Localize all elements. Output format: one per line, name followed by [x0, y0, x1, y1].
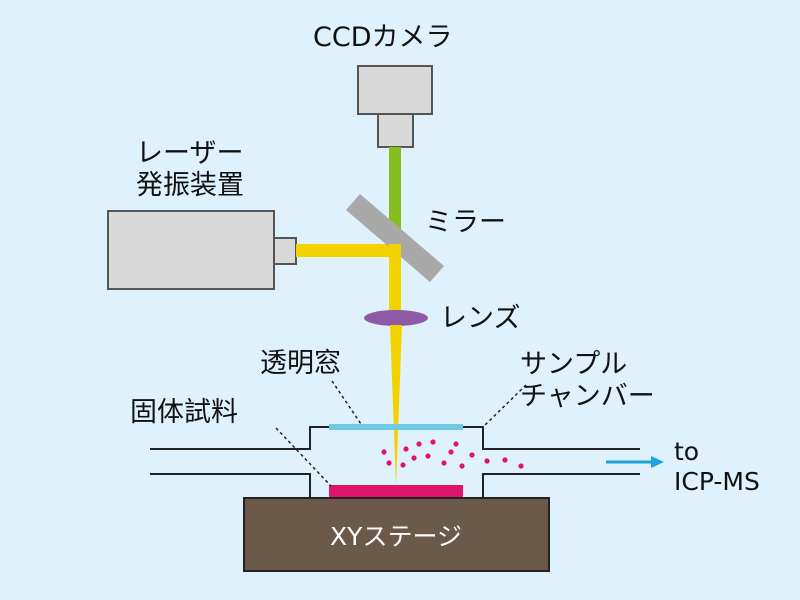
particle — [459, 463, 465, 469]
laser-oscillator-label-line2: 発振装置 — [136, 169, 244, 201]
sample-chamber-label-line2: チャンバー — [520, 380, 655, 412]
ablated-particles — [381, 439, 524, 469]
laser-beam-horizontal — [296, 244, 395, 257]
focused-beam — [390, 325, 402, 486]
solid-sample-label: 固体試料 — [130, 397, 238, 428]
particle — [469, 452, 475, 458]
particle — [502, 457, 508, 463]
particle — [400, 462, 406, 468]
laser-oscillator — [107, 210, 297, 290]
mirror-label: ミラー — [425, 207, 506, 238]
xy-stage — [243, 497, 550, 572]
arrow-right-icon — [606, 456, 664, 468]
solid-sample-leader — [275, 427, 332, 487]
solid-sample — [329, 485, 463, 497]
particle — [484, 458, 490, 464]
laser-beam-vertical — [389, 244, 401, 314]
camera-beam — [389, 147, 401, 229]
laser-output-port — [273, 237, 297, 265]
particle — [441, 460, 447, 466]
leader-lines — [275, 380, 527, 487]
particle — [416, 441, 422, 447]
window-leader — [331, 380, 362, 425]
icp-ms-label-line1: to — [674, 437, 700, 466]
chamber-leader — [483, 384, 527, 427]
window-label: 透明窓 — [260, 348, 341, 379]
particle — [386, 460, 392, 466]
particle — [453, 441, 459, 447]
particle — [381, 449, 387, 455]
particle — [403, 446, 409, 452]
particle — [411, 455, 417, 461]
mirror — [346, 194, 444, 282]
sample-chamber-label-line1: サンプル — [520, 349, 628, 380]
transparent-window — [329, 424, 463, 430]
particle — [430, 439, 436, 445]
particle — [425, 453, 431, 459]
lens — [364, 310, 428, 326]
flow-arrow-head — [651, 456, 664, 468]
sample-chamber-label: サンプル チャンバー — [520, 349, 655, 413]
icp-ms-label-line2: ICP-MS — [674, 466, 760, 496]
camera-body — [357, 65, 433, 115]
camera-lens-mount — [377, 113, 414, 148]
lens-label: レンズ — [440, 303, 521, 334]
particle — [448, 449, 454, 455]
laser-oscillator-label: レーザー 発振装置 — [136, 138, 244, 202]
xy-stage-label: XYステージ — [330, 522, 462, 551]
laser-body — [107, 210, 275, 290]
laser-oscillator-label-line1: レーザー — [136, 138, 244, 169]
icp-ms-label: to ICP-MS — [674, 437, 760, 496]
ccd-camera-label: CCDカメラ — [313, 22, 453, 53]
particle — [518, 463, 524, 469]
ccd-camera — [357, 65, 433, 148]
